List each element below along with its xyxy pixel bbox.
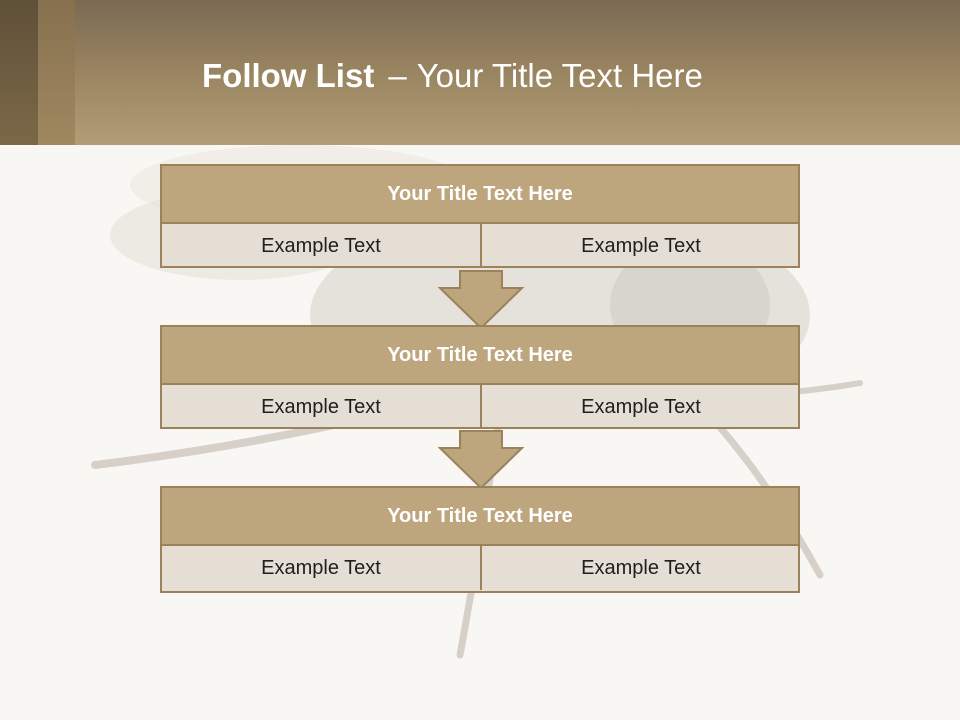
block-title: Your Title Text Here (162, 488, 798, 546)
block-cell-right: Example Text (581, 556, 701, 579)
slide-title-separator: – (388, 57, 407, 94)
slide-title: Follow List–Your Title Text Here (202, 56, 703, 100)
list-block-1: Your Title Text Here Example Text Exampl… (160, 164, 800, 268)
block-title: Your Title Text Here (162, 166, 798, 224)
block-cell-left: Example Text (162, 385, 482, 429)
down-arrow-icon (438, 430, 524, 490)
header-accent-stripe (0, 0, 38, 145)
block-title: Your Title Text Here (162, 327, 798, 385)
header-bar: Follow List–Your Title Text Here (0, 0, 960, 145)
list-block-3: Your Title Text Here Example Text Exampl… (160, 486, 800, 593)
down-arrow-icon (438, 270, 524, 330)
header-accent-stripe-light (38, 0, 75, 145)
list-block-2: Your Title Text Here Example Text Exampl… (160, 325, 800, 429)
slide-title-bold: Follow List (202, 57, 375, 94)
slide-title-rest: Your Title Text Here (416, 57, 703, 94)
block-cell-left: Example Text (162, 546, 482, 590)
block-cell-right: Example Text (581, 395, 701, 418)
block-cell-right: Example Text (581, 234, 701, 257)
block-cell-left: Example Text (162, 224, 482, 268)
